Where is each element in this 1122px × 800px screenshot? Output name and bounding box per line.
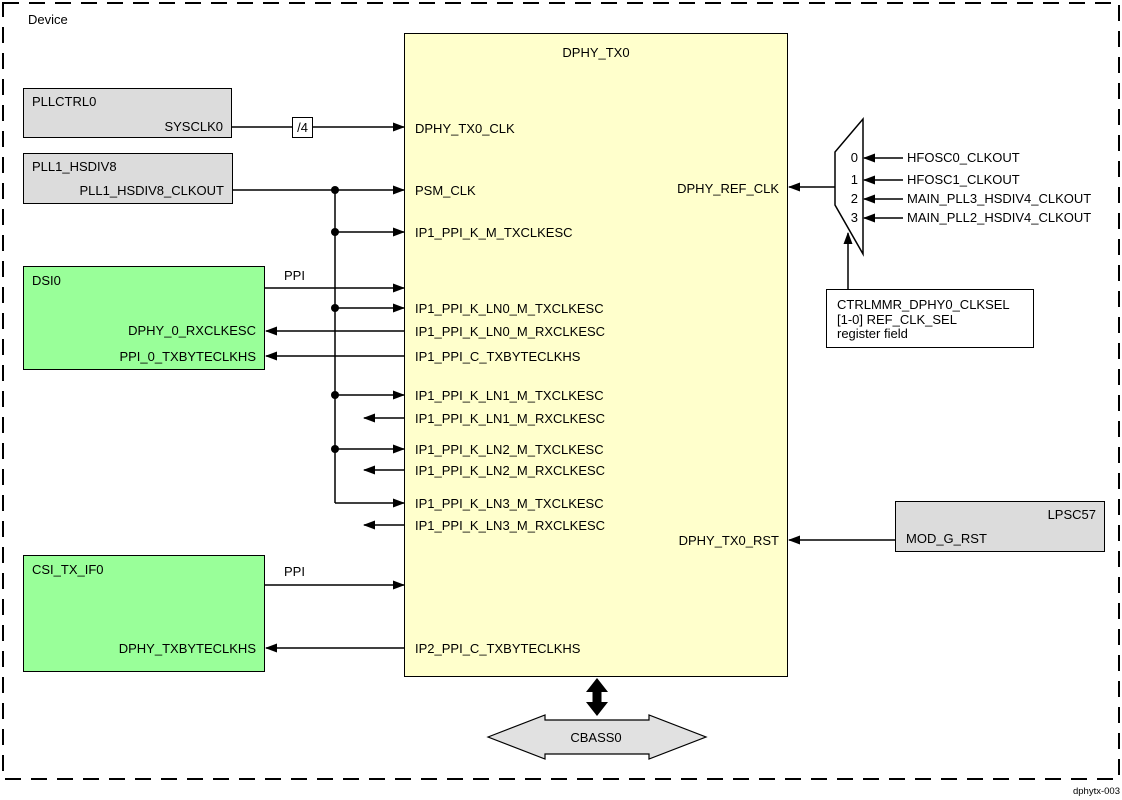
port-ip1-ppi-c-txbyteclkhs: IP1_PPI_C_TXBYTECLKHS (415, 349, 581, 364)
block-title: CSI_TX_IF0 (32, 562, 104, 577)
port-ip1-ppi-k-ln3-m-txclkesc: IP1_PPI_K_LN3_M_TXCLKESC (415, 496, 604, 511)
block-dsi0: DSI0 DPHY_0_RXCLKESC PPI_0_TXBYTECLKHS (23, 266, 265, 370)
mux-input-main-pll2-hsdiv4-clkout: MAIN_PLL2_HSDIV4_CLKOUT (907, 210, 1092, 225)
cbass0-bus-label: CBASS0 (570, 730, 622, 745)
port-mod-g-rst: MOD_G_RST (906, 531, 987, 546)
port-sysclk0: SYSCLK0 (164, 119, 223, 134)
block-pllctrl0: PLLCTRL0 SYSCLK0 (23, 88, 232, 138)
mux-input-hfosc0-clkout: HFOSC0_CLKOUT (907, 150, 1020, 165)
block-pll1-hsdiv8: PLL1_HSDIV8 PLL1_HSDIV8_CLKOUT (23, 153, 233, 204)
port-ip2-ppi-c-txbyteclkhs: IP2_PPI_C_TXBYTECLKHS (415, 641, 581, 656)
mux-input-hfosc1-clkout: HFOSC1_CLKOUT (907, 172, 1020, 187)
port-dphy-0-rxclkesc: DPHY_0_RXCLKESC (128, 323, 256, 338)
cbass0-link-double-arrow-icon (586, 678, 608, 716)
ppi-bus-label-dsi: PPI (284, 268, 305, 283)
block-title: LPSC57 (1047, 507, 1096, 522)
port-ip1-ppi-k-ln3-m-rxclkesc: IP1_PPI_K_LN3_M_RXCLKESC (415, 518, 606, 533)
port-ip1-ppi-k-m-txclkesc: IP1_PPI_K_M_TXCLKESC (415, 225, 573, 240)
port-ip1-ppi-k-ln2-m-txclkesc: IP1_PPI_K_LN2_M_TXCLKESC (415, 442, 604, 457)
port-ip1-ppi-k-ln1-m-rxclkesc: IP1_PPI_K_LN1_M_RXCLKESC (415, 411, 606, 426)
port-dphy-tx0-clk: DPHY_TX0_CLK (415, 121, 515, 136)
clock-divider-box: /4 (292, 117, 313, 138)
block-title: PLLCTRL0 (32, 94, 97, 109)
block-dphy-tx0: DPHY_TX0 DPHY_TX0_CLK PSM_CLK IP1_PPI_K_… (404, 33, 788, 677)
port-dphy-ref-clk: DPHY_REF_CLK (677, 181, 779, 196)
block-title: DSI0 (32, 273, 61, 288)
mux-input-id-2: 2 (850, 191, 858, 206)
port-ip1-ppi-k-ln1-m-txclkesc: IP1_PPI_K_LN1_M_TXCLKESC (415, 388, 604, 403)
port-ppi-0-txbyteclkhs: PPI_0_TXBYTECLKHS (119, 349, 256, 364)
mux-input-main-pll3-hsdiv4-clkout: MAIN_PLL3_HSDIV4_CLKOUT (907, 191, 1092, 206)
mux-input-id-0: 0 (850, 150, 858, 165)
block-lpsc57: LPSC57 MOD_G_RST (895, 501, 1105, 552)
ctrlmmr-register-field-box: CTRLMMR_DPHY0_CLKSEL [1-0] REF_CLK_SEL r… (826, 289, 1034, 348)
ctrlmmr-line-2: [1-0] REF_CLK_SEL (837, 312, 957, 327)
port-ip1-ppi-k-ln0-m-rxclkesc: IP1_PPI_K_LN0_M_RXCLKESC (415, 324, 606, 339)
port-pll1-hsdiv8-clkout: PLL1_HSDIV8_CLKOUT (79, 183, 224, 198)
mux-input-id-1: 1 (850, 172, 858, 187)
ppi-bus-label-csi: PPI (284, 564, 305, 579)
port-psm-clk: PSM_CLK (415, 183, 476, 198)
junction-dots (331, 186, 339, 453)
port-ip1-ppi-k-ln0-m-txclkesc: IP1_PPI_K_LN0_M_TXCLKESC (415, 301, 604, 316)
ctrlmmr-line-3: register field (837, 326, 908, 341)
device-label: Device (28, 12, 68, 27)
block-title: PLL1_HSDIV8 (32, 159, 117, 174)
mux-input-id-3: 3 (850, 210, 858, 225)
port-dphy-tx0-rst: DPHY_TX0_RST (678, 533, 779, 548)
port-dphy-txbyteclkhs: DPHY_TXBYTECLKHS (118, 641, 256, 656)
port-ip1-ppi-k-ln2-m-rxclkesc: IP1_PPI_K_LN2_M_RXCLKESC (415, 463, 606, 478)
ctrlmmr-line-1: CTRLMMR_DPHY0_CLKSEL (837, 297, 1010, 312)
block-title: DPHY_TX0 (562, 45, 630, 60)
figure-id: dphytx-003 (1072, 786, 1120, 797)
block-csi-tx-if0: CSI_TX_IF0 DPHY_TXBYTECLKHS (23, 555, 265, 672)
